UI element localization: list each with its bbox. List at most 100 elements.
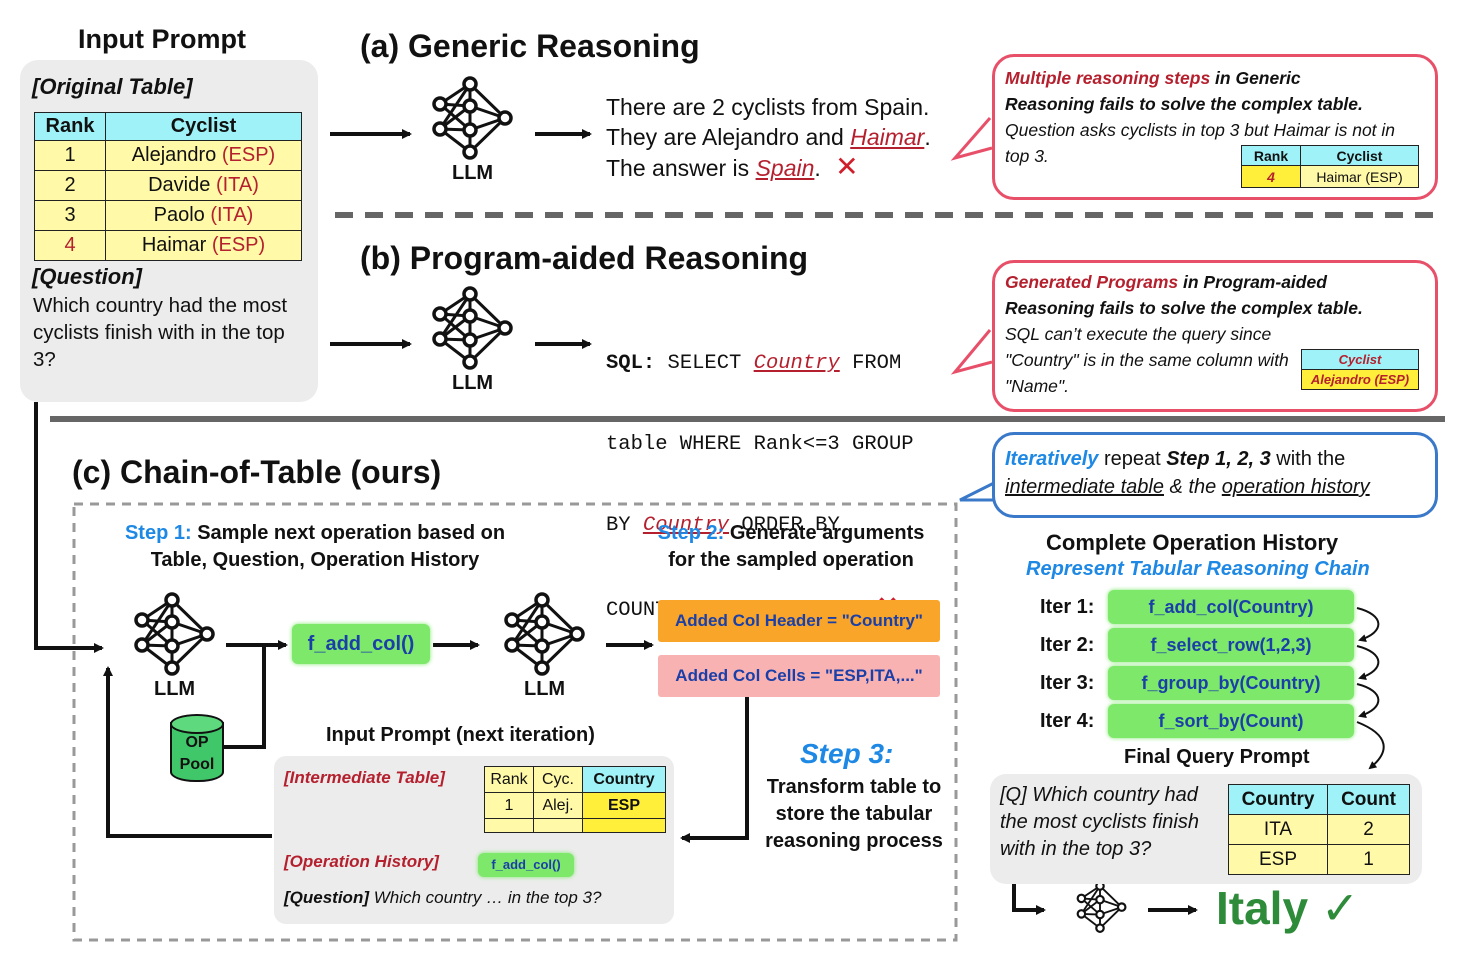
original-table-header-cyclist: Cyclist xyxy=(105,112,302,141)
original-table-cyclist: Haimar (ESP) xyxy=(105,230,302,261)
original-table-rank: 4 xyxy=(34,230,106,261)
llm-label-a: LLM xyxy=(452,162,494,184)
intermediate-table-header: Country xyxy=(582,766,666,793)
original-table-cyclist: Paolo (ITA) xyxy=(105,200,302,231)
final-table-header: Country xyxy=(1228,784,1328,815)
original-table-header-rank: Rank xyxy=(34,112,106,141)
arg-cells-box: Added Col Cells = "ESP,ITA,..." xyxy=(658,655,940,697)
original-table: Rank Cyclist 1 Alejandro (ESP) 2 Davide … xyxy=(34,112,302,261)
op-pool-icon: OP Pool xyxy=(170,714,224,782)
step2-text: Step 2: Generate arguments for the sampl… xyxy=(657,522,925,571)
program-note-table: Cyclist Alejandro (ESP) xyxy=(1301,349,1419,390)
final-query-title: Final Query Prompt xyxy=(1124,746,1310,768)
generic-answer: There are 2 cyclists from Spain. They ar… xyxy=(606,92,931,183)
note-table-header: Cyclist xyxy=(1300,145,1419,166)
iter-op-pill: f_sort_by(Count) xyxy=(1108,704,1354,738)
final-table-header: Count xyxy=(1327,784,1410,815)
intermediate-table-cell: 1 xyxy=(484,792,534,819)
generic-line-2: They are Alejandro and Haimar. xyxy=(606,124,931,150)
intermediate-table-cell: Alej. xyxy=(533,792,583,819)
intermediate-table-cell xyxy=(533,818,583,833)
llm-network-icon-a xyxy=(432,76,513,160)
step3-label: Step 3: xyxy=(800,738,894,769)
intermediate-table: Rank Cyc. Country 1 Alej. ESP xyxy=(484,766,666,833)
generic-note-heading-2: Reasoning fails to solve the complex tab… xyxy=(1005,94,1363,114)
final-table-cell: ESP xyxy=(1228,844,1328,875)
final-table-cell: ITA xyxy=(1228,814,1328,845)
operation-history-pill: f_add_col() xyxy=(478,853,574,877)
intermediate-table-cell xyxy=(484,818,534,833)
next-prompt-title: Input Prompt (next iteration) xyxy=(326,724,595,746)
iter-label: Iter 3: xyxy=(1040,672,1095,694)
final-answer: Italy ✓ xyxy=(1216,882,1360,934)
final-table-cell: 2 xyxy=(1327,814,1410,845)
arg-header-box: Added Col Header = "Country" xyxy=(658,600,940,642)
original-table-rank: 3 xyxy=(34,200,106,231)
iter-label: Iter 4: xyxy=(1040,710,1095,732)
note-table-cell: 4 xyxy=(1241,165,1301,188)
program-note-text: SQL can’t execute the query since "Count… xyxy=(1005,324,1289,396)
program-error-note: Generated Programs in Program-aided Reas… xyxy=(992,260,1438,412)
input-prompt-title: Input Prompt xyxy=(78,24,246,54)
history-subtitle: Represent Tabular Reasoning Chain xyxy=(1026,558,1370,580)
iter-op-pill: f_group_by(Country) xyxy=(1108,666,1354,700)
chain-of-table-title: (c) Chain-of-Table (ours) xyxy=(72,454,442,490)
final-table: Country Count ITA 2 ESP 1 xyxy=(1228,784,1410,875)
original-table-rank: 2 xyxy=(34,170,106,201)
original-table-cyclist: Davide (ITA) xyxy=(105,170,302,201)
note-table-header: Cyclist xyxy=(1301,349,1419,370)
generic-error-note: Multiple reasoning steps in Generic Reas… xyxy=(992,54,1438,200)
llm-network-icon-final xyxy=(1076,881,1127,933)
step3-text: Transform table to store the tabular rea… xyxy=(765,776,943,852)
generic-note-heading: Multiple reasoning steps in Generic xyxy=(1005,68,1301,88)
iterative-note-line-1: Iteratively repeat Step 1, 2, 3 with the xyxy=(1005,448,1346,470)
sql-line-2: table WHERE Rank<=3 GROUP xyxy=(606,433,914,456)
iter-op-pill: f_select_row(1,2,3) xyxy=(1108,628,1354,662)
iter-op-pill: f_add_col(Country) xyxy=(1108,590,1354,624)
operation-history-label: [Operation History] xyxy=(284,852,439,871)
check-icon: ✓ xyxy=(1320,882,1360,934)
question-label: [Question] xyxy=(32,264,142,289)
llm-network-icon-c1 xyxy=(134,592,215,676)
program-note-heading: Generated Programs in Program-aided xyxy=(1005,272,1327,292)
iterative-note-line-2: intermediate table & the operation histo… xyxy=(1005,476,1370,498)
generic-reasoning-title: (a) Generic Reasoning xyxy=(360,28,700,64)
question-text: Which country had the most cyclists fini… xyxy=(33,294,288,371)
llm-network-icon-b xyxy=(432,286,513,370)
original-table-cyclist: Alejandro (ESP) xyxy=(105,140,302,171)
iter-label: Iter 1: xyxy=(1040,596,1095,618)
history-title: Complete Operation History xyxy=(1046,530,1339,555)
final-table-cell: 1 xyxy=(1327,844,1410,875)
intermediate-table-header: Rank xyxy=(484,766,534,793)
note-table-cell: Haimar (ESP) xyxy=(1300,165,1419,188)
llm-label-c2: LLM xyxy=(524,678,566,700)
original-table-label: [Original Table] xyxy=(32,74,193,99)
op-pool-label-1: OP xyxy=(185,734,209,751)
intermediate-table-label: [Intermediate Table] xyxy=(284,768,445,787)
sql-program: SQL: SELECT Country FROM table WHERE Ran… xyxy=(606,296,914,651)
note-table-header: Rank xyxy=(1241,145,1301,166)
original-table-rank: 1 xyxy=(34,140,106,171)
llm-label-b: LLM xyxy=(452,372,494,394)
final-query-question: [Q] Which country had the most cyclists … xyxy=(1000,784,1199,860)
generic-note-text: Question asks cyclists in top 3 but Haim… xyxy=(1005,120,1396,166)
sql-line-1: SQL: SELECT Country FROM xyxy=(606,352,902,375)
sampled-operation-pill: f_add_col() xyxy=(292,624,430,664)
program-note-heading-2: Reasoning fails to solve the complex tab… xyxy=(1005,298,1363,318)
program-reasoning-title: (b) Program-aided Reasoning xyxy=(360,240,809,276)
note-table-cell: Alejandro (ESP) xyxy=(1301,369,1419,390)
intermediate-table-cell xyxy=(582,818,666,833)
generic-line-1: There are 2 cyclists from Spain. xyxy=(606,94,930,120)
iter-label: Iter 2: xyxy=(1040,634,1095,656)
generic-line-3: The answer is Spain. ✕ xyxy=(606,151,859,182)
step1-text: Step 1: Sample next operation based on T… xyxy=(124,522,506,571)
llm-network-icon-c2 xyxy=(504,592,585,676)
iterative-note: Iteratively repeat Step 1, 2, 3 with the… xyxy=(992,432,1438,518)
next-question: [Question] Which country … in the top 3? xyxy=(284,888,602,907)
wrong-mark-icon: ✕ xyxy=(835,151,859,182)
intermediate-table-cell: ESP xyxy=(582,792,666,819)
intermediate-table-header: Cyc. xyxy=(533,766,583,793)
sql-line-3: BY Country ORDER BY xyxy=(606,514,840,537)
